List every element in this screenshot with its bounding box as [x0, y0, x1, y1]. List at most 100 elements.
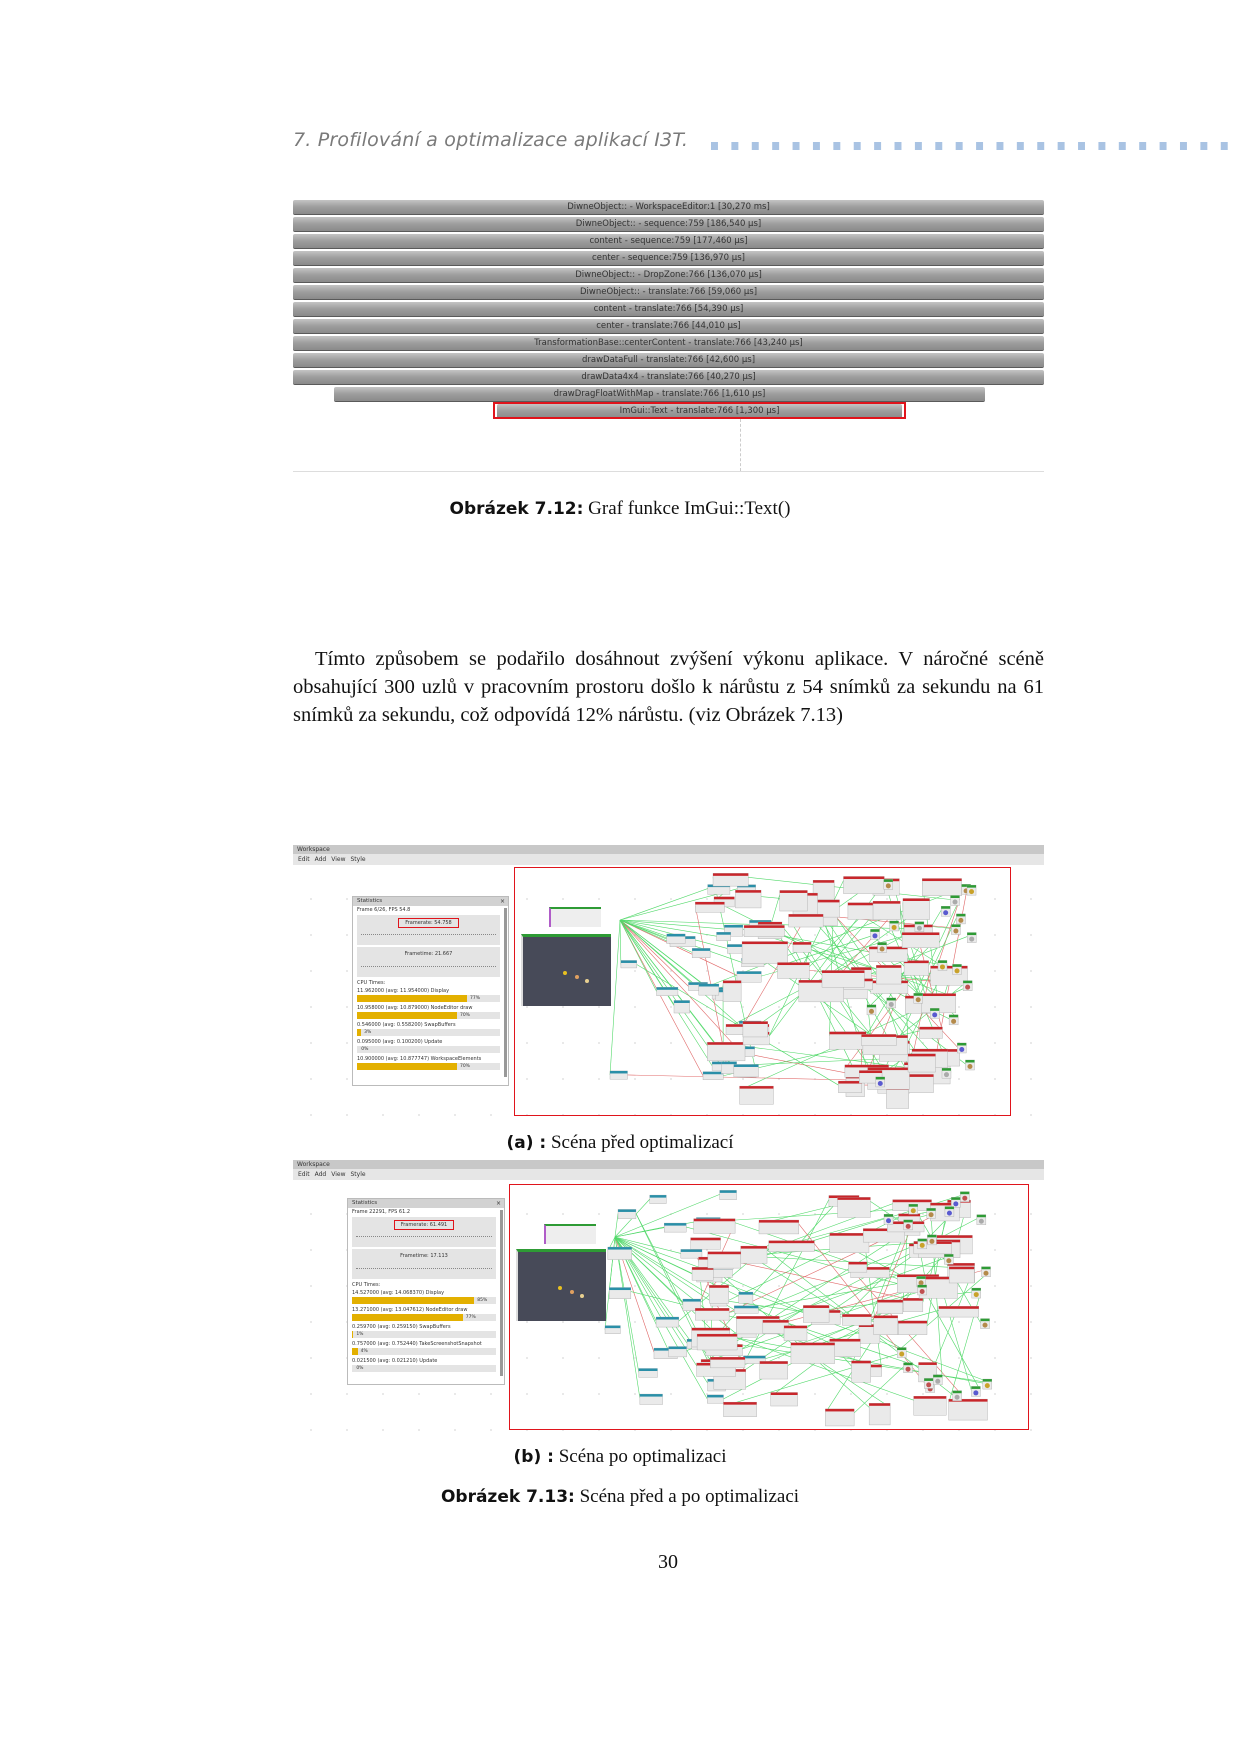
graph-node[interactable]	[948, 1014, 959, 1026]
graph-node[interactable]	[951, 924, 961, 935]
graph-node[interactable]	[872, 900, 901, 920]
graph-node[interactable]	[838, 1080, 862, 1093]
graph-node[interactable]	[790, 1342, 835, 1364]
graph-node[interactable]	[873, 1315, 898, 1335]
graph-node[interactable]	[843, 876, 885, 894]
graph-node[interactable]	[941, 1067, 952, 1079]
graph-node[interactable]	[723, 1401, 757, 1417]
graph-node[interactable]	[821, 970, 865, 988]
graph-node[interactable]	[930, 965, 968, 986]
graph-node[interactable]	[639, 1393, 663, 1405]
graph-node[interactable]	[913, 993, 923, 1004]
graph-node[interactable]	[886, 997, 896, 1009]
graph-node[interactable]	[917, 1238, 927, 1250]
graph-node[interactable]	[971, 1386, 981, 1397]
node-graph[interactable]	[515, 868, 1012, 1117]
menu-item[interactable]: Add	[314, 1171, 327, 1178]
graph-node[interactable]	[707, 1042, 746, 1062]
graph-node[interactable]	[951, 1197, 961, 1208]
flame-bar[interactable]: DiwneObject:: - sequence:759 [186,540 µs…	[293, 217, 1044, 232]
graph-node[interactable]	[948, 1398, 988, 1421]
graph-node[interactable]	[743, 925, 785, 937]
graph-node[interactable]	[866, 1004, 877, 1016]
graph-node[interactable]	[850, 1266, 890, 1278]
graph-node[interactable]	[948, 1266, 975, 1284]
graph-node[interactable]	[709, 1285, 729, 1304]
graph-node[interactable]	[875, 1076, 885, 1088]
graph-node[interactable]	[897, 1347, 907, 1358]
graph-node[interactable]	[944, 1206, 955, 1217]
graph-node[interactable]	[937, 960, 948, 971]
graph-node[interactable]	[902, 898, 930, 920]
graph-node[interactable]	[638, 1368, 658, 1378]
graph-node[interactable]	[924, 1378, 934, 1389]
graph-node[interactable]	[886, 1087, 909, 1109]
graph-node[interactable]	[907, 1053, 936, 1073]
flame-bar[interactable]: drawData4x4 - translate:766 [40,270 µs]	[293, 370, 1044, 385]
graph-node[interactable]	[762, 1319, 789, 1334]
graph-node[interactable]	[682, 1298, 701, 1311]
graph-node[interactable]	[668, 1346, 687, 1358]
graph-node[interactable]	[698, 983, 720, 996]
menu-item[interactable]: Edit	[298, 856, 310, 863]
graph-node[interactable]	[734, 1305, 759, 1314]
graph-node[interactable]	[868, 1403, 891, 1426]
graph-node[interactable]	[609, 1287, 632, 1299]
graph-node[interactable]	[719, 1190, 737, 1200]
graph-node[interactable]	[712, 873, 749, 887]
graph-node[interactable]	[922, 878, 962, 896]
graph-node[interactable]	[889, 920, 899, 932]
close-icon[interactable]: ×	[499, 898, 505, 905]
graph-node[interactable]	[898, 1320, 928, 1335]
graph-node[interactable]	[722, 980, 742, 1002]
flame-bar[interactable]: content - sequence:759 [177,460 µs]	[293, 234, 1044, 249]
graph-node[interactable]	[733, 1064, 759, 1078]
graph-node[interactable]	[788, 914, 824, 928]
graph-node[interactable]	[792, 941, 812, 953]
graph-node[interactable]	[695, 1308, 730, 1321]
graph-node[interactable]	[960, 1191, 970, 1202]
graph-node[interactable]	[962, 980, 973, 991]
graph-node[interactable]	[695, 901, 725, 913]
graph-node[interactable]	[861, 1034, 897, 1046]
graph-node[interactable]	[930, 1008, 940, 1019]
graph-node[interactable]	[971, 1287, 981, 1299]
graph-node[interactable]	[908, 1203, 918, 1215]
flame-bar[interactable]: DiwneObject:: - translate:766 [59,060 µs…	[293, 285, 1044, 300]
graph-node[interactable]	[803, 1305, 830, 1323]
graph-node[interactable]	[870, 929, 880, 940]
flame-bar[interactable]: center - sequence:759 [136,970 µs]	[293, 251, 1044, 266]
graph-node[interactable]	[707, 1251, 742, 1269]
graph-node[interactable]	[901, 932, 940, 948]
camera-node[interactable]	[549, 907, 601, 927]
graph-node[interactable]	[604, 1325, 621, 1334]
graph-node[interactable]	[980, 1318, 990, 1329]
graph-node[interactable]	[876, 965, 902, 985]
graph-node[interactable]	[716, 932, 731, 941]
graph-node[interactable]	[620, 960, 637, 969]
graph-node[interactable]	[919, 1026, 943, 1039]
graph-node[interactable]	[944, 1254, 954, 1265]
graph-node[interactable]	[952, 1390, 962, 1401]
graph-node[interactable]	[691, 1267, 714, 1281]
graph-node[interactable]	[877, 942, 887, 953]
graph-node[interactable]	[916, 1276, 926, 1287]
graph-node[interactable]	[952, 964, 962, 975]
graph-node[interactable]	[736, 971, 762, 983]
graph-node[interactable]	[938, 1306, 979, 1318]
flame-bar[interactable]: content - translate:766 [54,390 µs]	[293, 302, 1044, 317]
graph-node[interactable]	[957, 1042, 967, 1054]
graph-node[interactable]	[967, 932, 977, 943]
graph-node[interactable]	[673, 1000, 690, 1014]
scrollbar[interactable]	[504, 908, 507, 1077]
graph-node[interactable]	[666, 933, 686, 944]
graph-node[interactable]	[607, 1246, 632, 1260]
graph-node[interactable]	[837, 1197, 871, 1218]
graph-node[interactable]	[877, 1299, 904, 1314]
graph-node[interactable]	[940, 906, 951, 917]
graph-node[interactable]	[727, 944, 744, 954]
graph-node[interactable]	[927, 1234, 937, 1246]
graph-node[interactable]	[976, 1214, 987, 1225]
graph-node[interactable]	[738, 1291, 754, 1304]
graph-node[interactable]	[981, 1266, 991, 1277]
